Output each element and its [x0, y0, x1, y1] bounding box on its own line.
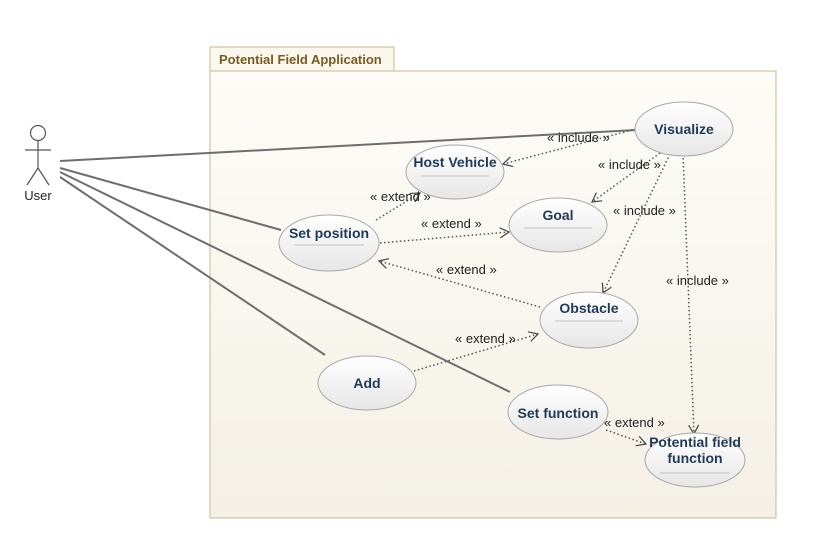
- extend-label-obstacle: « extend »: [455, 331, 516, 346]
- include-label-goal: « include »: [598, 157, 661, 172]
- use-case-visualize-label: Visualize: [654, 121, 714, 137]
- dependencies: [375, 128, 700, 447]
- use-case-add-label: Add: [353, 375, 380, 391]
- extend-arrow-goal: [379, 227, 511, 244]
- use-case-potential-field-function[interactable]: Potential field function: [644, 432, 746, 488]
- extend-label-host-vehicle: « extend »: [370, 189, 431, 204]
- associations: [59, 129, 638, 393]
- extend-arrow-obstacle: [413, 331, 540, 372]
- use-case-set-function[interactable]: Set function: [507, 384, 609, 440]
- association-set-position: [59, 167, 282, 231]
- package-title: Potential Field Application: [219, 52, 382, 67]
- use-case-add[interactable]: Add: [317, 355, 417, 411]
- association-add: [59, 176, 326, 356]
- use-case-potential-field-label-line1: Potential field: [649, 434, 741, 450]
- extend-label-set-position: « extend »: [436, 262, 497, 277]
- package-tab: [209, 46, 395, 72]
- use-case-set-position-label: Set position: [289, 225, 369, 241]
- extend-arrow-potential-field: [605, 429, 648, 447]
- use-case-goal-label: Goal: [542, 207, 573, 223]
- use-case-host-vehicle[interactable]: Host Vehicle: [405, 144, 505, 200]
- use-case-host-vehicle-label: Host Vehicle: [413, 154, 496, 170]
- include-label-potential-field: « include »: [666, 273, 729, 288]
- extend-label-potential-field: « extend »: [604, 415, 665, 430]
- include-arrow-host-vehicle: [501, 128, 637, 168]
- use-case-obstacle[interactable]: Obstacle: [539, 291, 639, 349]
- include-arrow-potential-field: [682, 153, 700, 436]
- actor-label: User: [24, 188, 52, 203]
- extend-arrow-host-vehicle: [375, 192, 422, 221]
- use-case-set-position[interactable]: Set position: [278, 214, 380, 272]
- extend-label-goal: « extend »: [421, 216, 482, 231]
- actor-head: [29, 124, 47, 142]
- association-visualize: [59, 129, 638, 162]
- use-case-visualize[interactable]: Visualize: [634, 101, 734, 157]
- use-case-set-function-label: Set function: [518, 405, 599, 421]
- use-case-goal[interactable]: Goal: [508, 197, 608, 253]
- use-case-obstacle-label: Obstacle: [559, 300, 618, 316]
- include-label-obstacle: « include »: [613, 203, 676, 218]
- use-case-potential-field-label-line2: function: [667, 450, 722, 466]
- relation-labels: « include » « include » « include » « in…: [370, 130, 729, 430]
- association-set-function: [59, 171, 511, 393]
- include-arrow-obstacle: [601, 153, 671, 295]
- include-label-host-vehicle: « include »: [547, 130, 610, 145]
- actor-user[interactable]: User: [24, 124, 52, 204]
